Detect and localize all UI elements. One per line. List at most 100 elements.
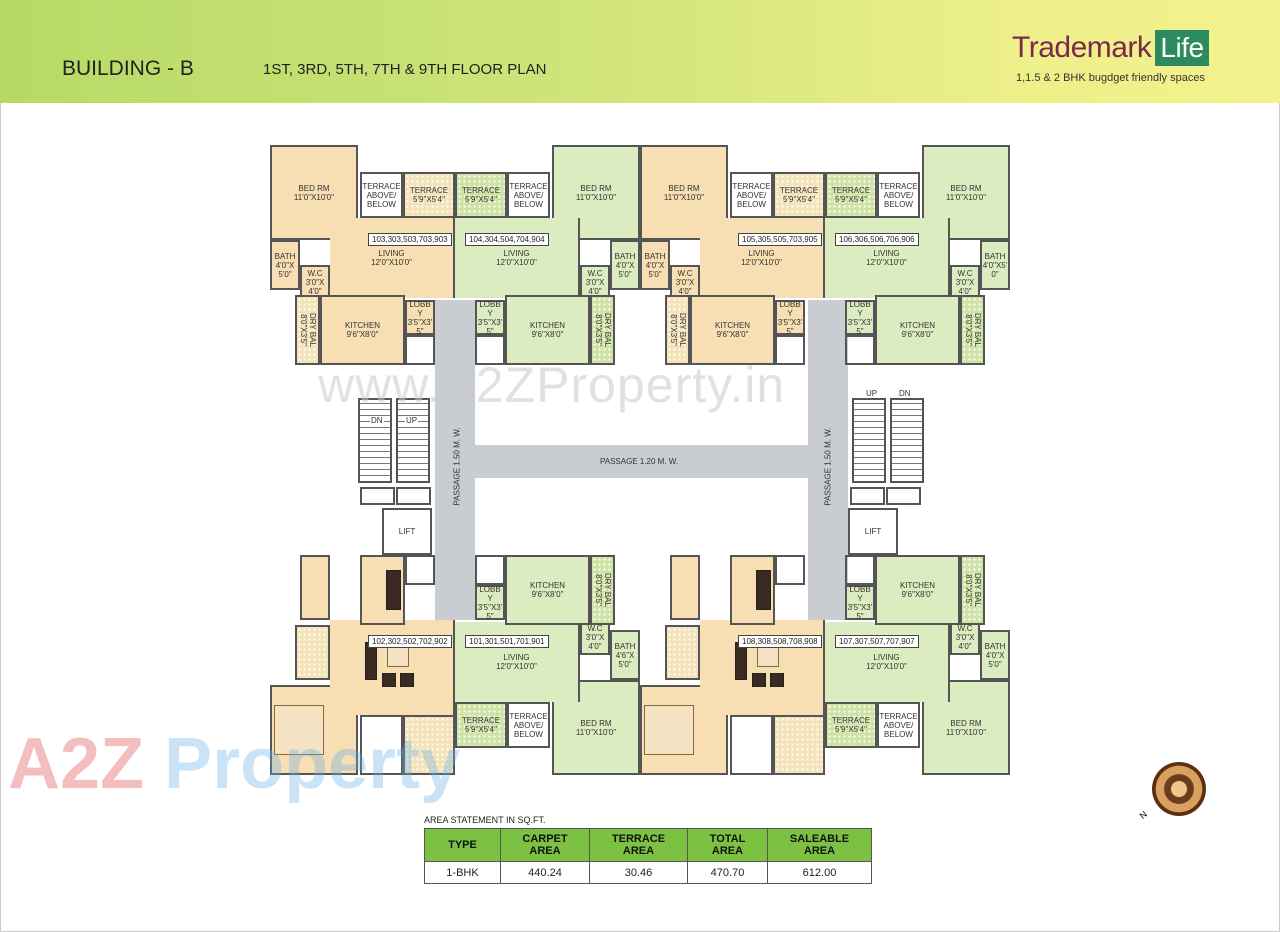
- room-size: 4'0"X 5'0": [615, 260, 635, 279]
- room-size: 9'6"X8'0": [346, 330, 379, 339]
- passage-right: [808, 300, 848, 620]
- room-size: 5'9"X5'4": [835, 725, 867, 734]
- duct-shaft: [845, 335, 875, 365]
- compass-rose-icon: [1152, 762, 1206, 816]
- armchair-icon: [400, 673, 414, 687]
- room-name: BATH: [984, 641, 1006, 651]
- room-size: 9'6"X8'0": [901, 590, 934, 599]
- room-size: 3'0"X 4'0": [585, 278, 605, 296]
- room-name: BED RM: [668, 183, 700, 193]
- room-name: W.C: [957, 624, 973, 633]
- table-cell: 440.24: [500, 861, 590, 884]
- room-size: 3'0"X 4'0": [305, 278, 325, 296]
- room-size: 3'5"X3'5": [847, 602, 873, 621]
- unit-108: 108,308,508,708,908: [640, 555, 825, 775]
- toilet: [295, 625, 330, 680]
- unit-102: 102,302,502,702,902: [270, 555, 455, 775]
- lift-label: LIFT: [398, 527, 416, 536]
- area-table: TYPE CARPET AREA TERRACE AREA TOTAL AREA…: [424, 828, 872, 884]
- room-size: 3'5"X3'5": [847, 317, 873, 336]
- room-size: 5'9"X5'4": [835, 195, 867, 204]
- room-size: 12'0"X10'0": [371, 258, 412, 267]
- table-cell: 470.70: [687, 861, 768, 884]
- brand-highlight: Life: [1155, 30, 1209, 66]
- room-name: TERRACE ABOVE/ BELOW: [362, 181, 401, 209]
- unit-number-label: 102,302,502,702,902: [368, 635, 452, 648]
- brand-name: Trademark: [1012, 31, 1152, 64]
- header-banner: BUILDING - B 1ST, 3RD, 5TH, 7TH & 9TH FL…: [0, 0, 1280, 103]
- room-size: 8'0"X3'5": [963, 574, 973, 606]
- room-name: LIVING: [748, 249, 775, 258]
- stair-dn-label: DN: [899, 389, 911, 398]
- room-size: 3'0"X 4'0": [955, 633, 975, 651]
- passage-center-label: PASSAGE 1.20 M. W.: [600, 457, 679, 466]
- room-name: TERRACE: [831, 186, 871, 195]
- room-name: LOBBY: [849, 584, 871, 603]
- room-size: 4'0"X 5'0": [985, 650, 1005, 669]
- room-name: BED RM: [950, 718, 982, 728]
- room-size: 9'6"X8'0": [901, 330, 934, 339]
- armchair-icon: [382, 673, 396, 687]
- room-name: TERRACE ABOVE/ BELOW: [732, 181, 771, 209]
- duct-shaft: [405, 335, 435, 365]
- room-name: BED RM: [580, 718, 612, 728]
- room-name: KITCHEN: [899, 581, 936, 590]
- staircase-left-down: [358, 398, 392, 483]
- room-size: 11'0"X10'0": [663, 192, 705, 202]
- unit-number-label: 106,306,506,706,906: [835, 233, 919, 246]
- room-size: 11'0"X10'0": [575, 727, 617, 737]
- duct-shaft: [775, 555, 805, 585]
- room-name: W.C: [307, 269, 323, 278]
- room-name: TERRACE: [461, 186, 501, 195]
- passage-right-label: PASSAGE 1.50 M. W.: [823, 427, 833, 506]
- unit-number-label: 101,301,501,701,901: [465, 635, 549, 648]
- kitchen-stove-icon: [756, 570, 771, 610]
- stair-dn-label: DN: [370, 416, 384, 425]
- table-row: 1-BHK 440.24 30.46 470.70 612.00: [424, 861, 872, 884]
- staircase-right-down: [890, 398, 924, 483]
- stair-up-label: UP: [405, 416, 419, 425]
- duct: [850, 487, 885, 505]
- room-name: DRY BAL: [602, 573, 612, 607]
- lift-label: LIFT: [864, 527, 882, 536]
- table-header: TOTAL AREA: [687, 828, 768, 862]
- room-size: 5'9"X5'4": [465, 195, 497, 204]
- room-size: 12'0"X10'0": [741, 258, 782, 267]
- room-size: 8'0"X3'5": [593, 574, 603, 606]
- watermark-site: www.A2ZProperty.in: [318, 357, 786, 413]
- room-name: LIVING: [873, 249, 900, 258]
- room-name: DRY BAL: [972, 573, 982, 607]
- room-size: 3'0"X 4'0": [955, 278, 975, 296]
- room-size: 12'0"X10'0": [496, 662, 537, 671]
- terrace: [403, 715, 455, 775]
- room-name: BED RM: [298, 183, 330, 193]
- room-name: DRY BAL: [972, 313, 982, 347]
- room-size: 12'0"X10'0": [866, 662, 907, 671]
- duct: [886, 487, 921, 505]
- room-name: DRY BAL: [602, 313, 612, 347]
- room-size: 9'6"X8'0": [716, 330, 749, 339]
- room-name: TERRACE ABOVE/ BELOW: [509, 181, 548, 209]
- duct: [360, 487, 395, 505]
- room-size: 11'0"X10'0": [945, 727, 987, 737]
- room-name: DRY BAL: [307, 313, 317, 347]
- room-name: KITCHEN: [529, 581, 566, 590]
- room-size: 8'0"X3'5": [963, 314, 973, 346]
